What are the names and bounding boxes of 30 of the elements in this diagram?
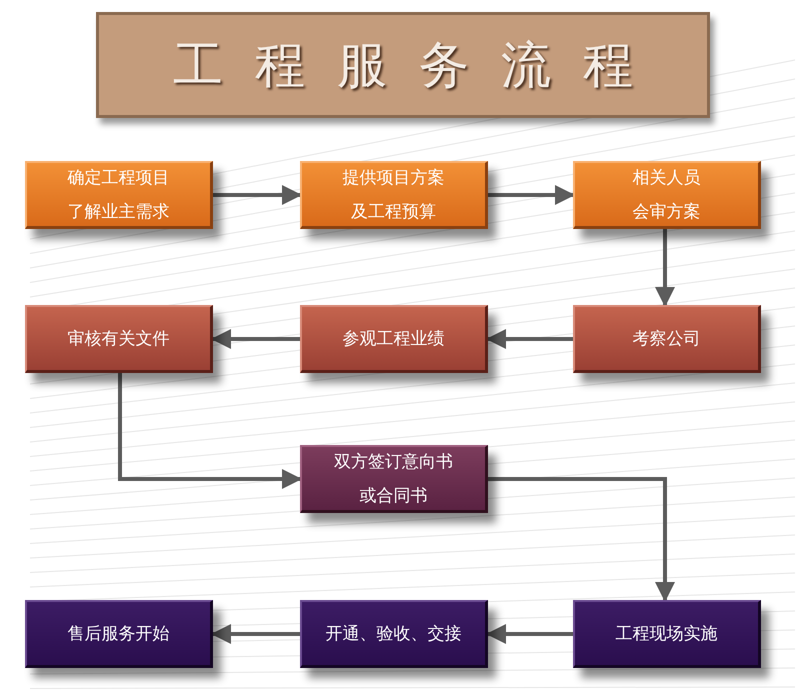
- box-label: 审核有关文件: [66, 328, 170, 350]
- arrow: [488, 477, 675, 602]
- arrow: [486, 329, 573, 349]
- arrow: [118, 373, 302, 489]
- process-box: [300, 305, 488, 373]
- process-box: [300, 161, 488, 229]
- process-box: [25, 305, 213, 373]
- box-label: 开通、验收、交接: [324, 622, 462, 646]
- box-label: 提供项目方案及工程预算: [342, 166, 446, 224]
- box-label: 工程现场实施: [614, 622, 718, 646]
- arrow: [486, 624, 573, 644]
- arrow: [211, 329, 300, 349]
- box-label: 双方签订意向书或合同书: [333, 450, 454, 508]
- process-box: [25, 600, 213, 668]
- box-label: 参观工程业绩: [342, 328, 446, 350]
- box-label: 确定工程项目了解业主需求: [66, 166, 170, 224]
- title-banner: 工程服务流程: [96, 12, 710, 118]
- process-box: [300, 600, 488, 668]
- arrow: [655, 229, 675, 307]
- arrow: [488, 185, 575, 205]
- arrow: [213, 185, 302, 205]
- process-box: [573, 161, 761, 229]
- box-label: 考察公司: [632, 328, 702, 350]
- process-box: [573, 600, 761, 668]
- process-box: [573, 305, 761, 373]
- arrow: [211, 624, 300, 644]
- box-label: 相关人员会审方案: [632, 166, 702, 224]
- process-box: [25, 161, 213, 229]
- process-box: [300, 445, 488, 513]
- box-label: 售后服务开始: [66, 622, 170, 646]
